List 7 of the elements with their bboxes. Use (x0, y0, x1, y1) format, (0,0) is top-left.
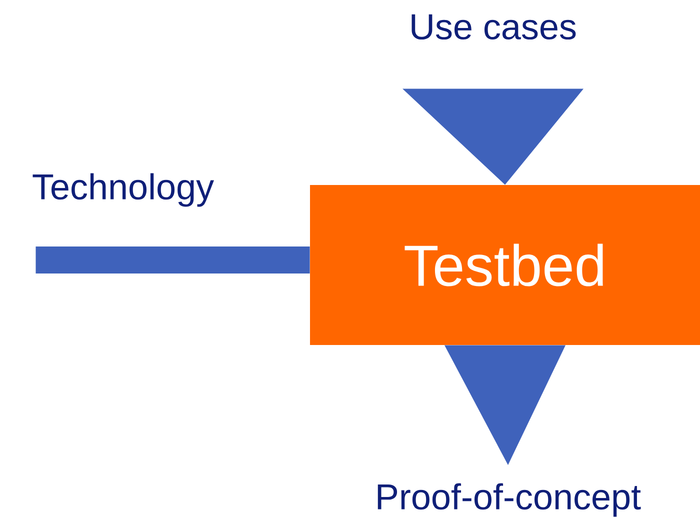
process-box: Testbed (310, 185, 700, 345)
funnel-arrow (444, 345, 566, 466)
node-label: Technology (32, 173, 214, 207)
node-label: Proof-of-concept (378, 483, 641, 517)
funnel-arrow (402, 88, 584, 185)
connector-bar (36, 246, 310, 274)
node-label: Use cases (412, 14, 576, 40)
